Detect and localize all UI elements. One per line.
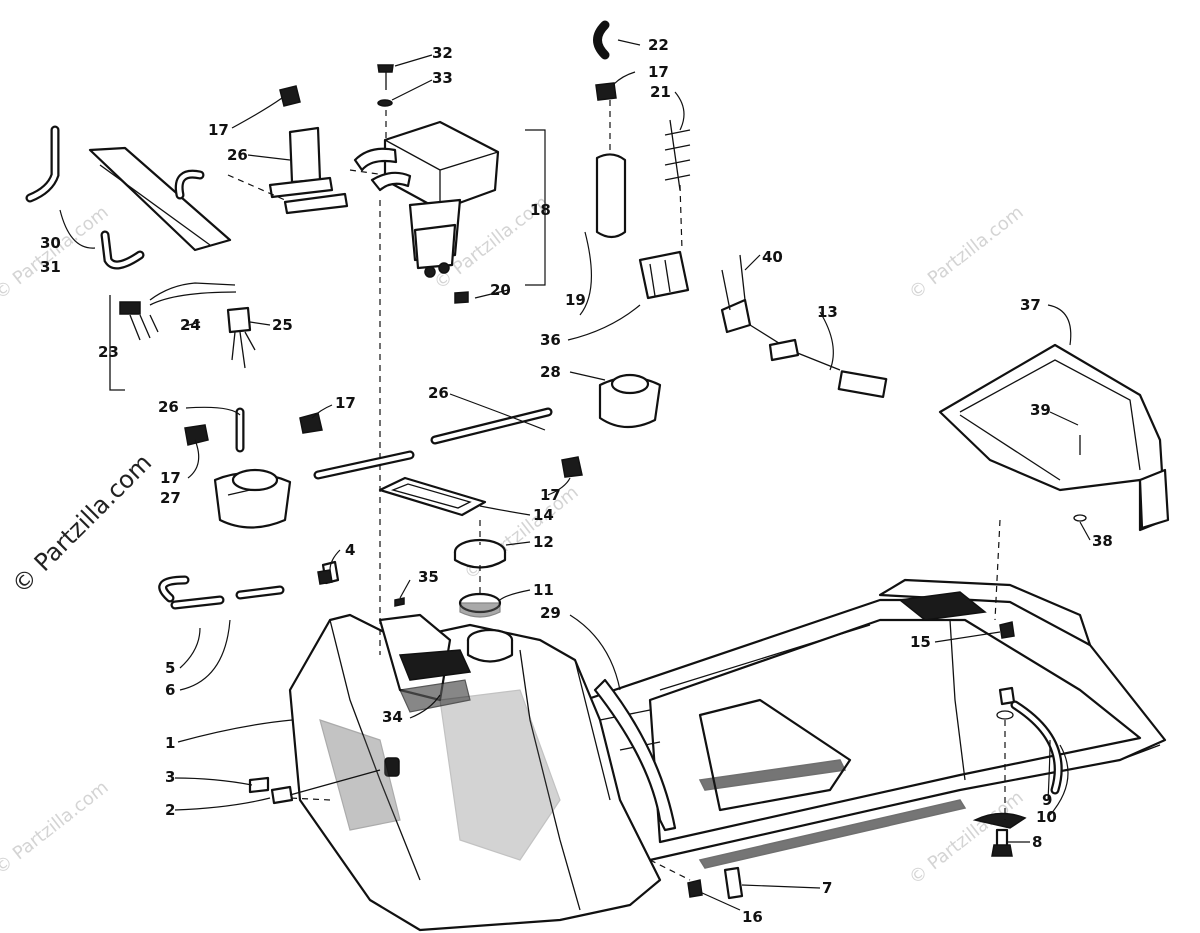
small-hardware (184, 64, 1087, 900)
callout-34: 34 (382, 708, 403, 726)
callout-32: 32 (432, 44, 453, 62)
callout-17: 17 (160, 469, 181, 487)
callout-35: 35 (418, 568, 439, 586)
callout-1: 1 (165, 734, 175, 752)
callout-5: 5 (165, 659, 175, 677)
callout-17: 17 (208, 121, 229, 139)
vent-hoses (158, 407, 553, 610)
wiring-harness (109, 282, 256, 391)
callout-26: 26 (428, 384, 449, 402)
callout-2: 2 (165, 801, 175, 819)
sender-units (213, 254, 888, 529)
callout-38: 38 (1092, 532, 1113, 550)
in-tank-pump (593, 20, 691, 300)
callout-3: 3 (165, 768, 175, 786)
callout-10: 10 (1036, 808, 1057, 826)
callout-21: 21 (650, 83, 671, 101)
callout-39: 39 (1030, 401, 1051, 419)
callout-20: 20 (490, 281, 511, 299)
callout-11: 11 (533, 581, 554, 599)
callout-26: 26 (158, 398, 179, 416)
callout-13: 13 (817, 303, 838, 321)
callout-23: 23 (98, 343, 119, 361)
callout-24: 24 (180, 316, 201, 334)
callout-15: 15 (910, 633, 931, 651)
callout-19: 19 (565, 291, 586, 309)
callout-17: 17 (648, 63, 669, 81)
callout-16: 16 (742, 908, 763, 926)
callout-27: 27 (160, 489, 181, 507)
fuel-rail-hoses (25, 125, 349, 270)
chassis-tunnel (583, 578, 1167, 872)
callout-29: 29 (540, 604, 561, 622)
callout-30: 30 (40, 234, 61, 252)
watermark-text: © Partzilla.com (0, 202, 113, 304)
brand-watermark: © Partzilla.com (6, 448, 157, 599)
callout-17: 17 (540, 486, 561, 504)
callout-6: 6 (165, 681, 175, 699)
fuel-pump-assembly (353, 120, 500, 278)
callout-36: 36 (540, 331, 561, 349)
callout-9: 9 (1042, 791, 1052, 809)
callout-8: 8 (1032, 833, 1042, 851)
callout-25: 25 (272, 316, 293, 334)
callout-14: 14 (533, 506, 554, 524)
cover-panel (938, 343, 1170, 532)
callout-31: 31 (40, 258, 61, 276)
callout-28: 28 (540, 363, 561, 381)
fuel-tank (288, 613, 677, 932)
watermark-text: © Partzilla.com (0, 777, 113, 879)
watermark-text: © Partzilla.com (905, 202, 1027, 304)
watermark-text: © Partzilla.com (905, 787, 1027, 889)
callout-22: 22 (648, 36, 669, 54)
alignment-lines (227, 100, 1006, 881)
callout-18: 18 (530, 201, 551, 219)
callout-17: 17 (335, 394, 356, 412)
watermark-text: © Partzilla.com (460, 482, 582, 584)
callout-37: 37 (1020, 296, 1041, 314)
callout-4: 4 (345, 541, 355, 559)
callout-40: 40 (762, 248, 783, 266)
callout-12: 12 (533, 533, 554, 551)
callout-33: 33 (432, 69, 453, 87)
leader-lines (59, 39, 1091, 911)
callout-26: 26 (227, 146, 248, 164)
callout-7: 7 (822, 879, 832, 897)
callout-labels: 1 2 3 4 5 6 7 8 9 10 11 12 13 14 15 16 1… (40, 36, 1113, 926)
